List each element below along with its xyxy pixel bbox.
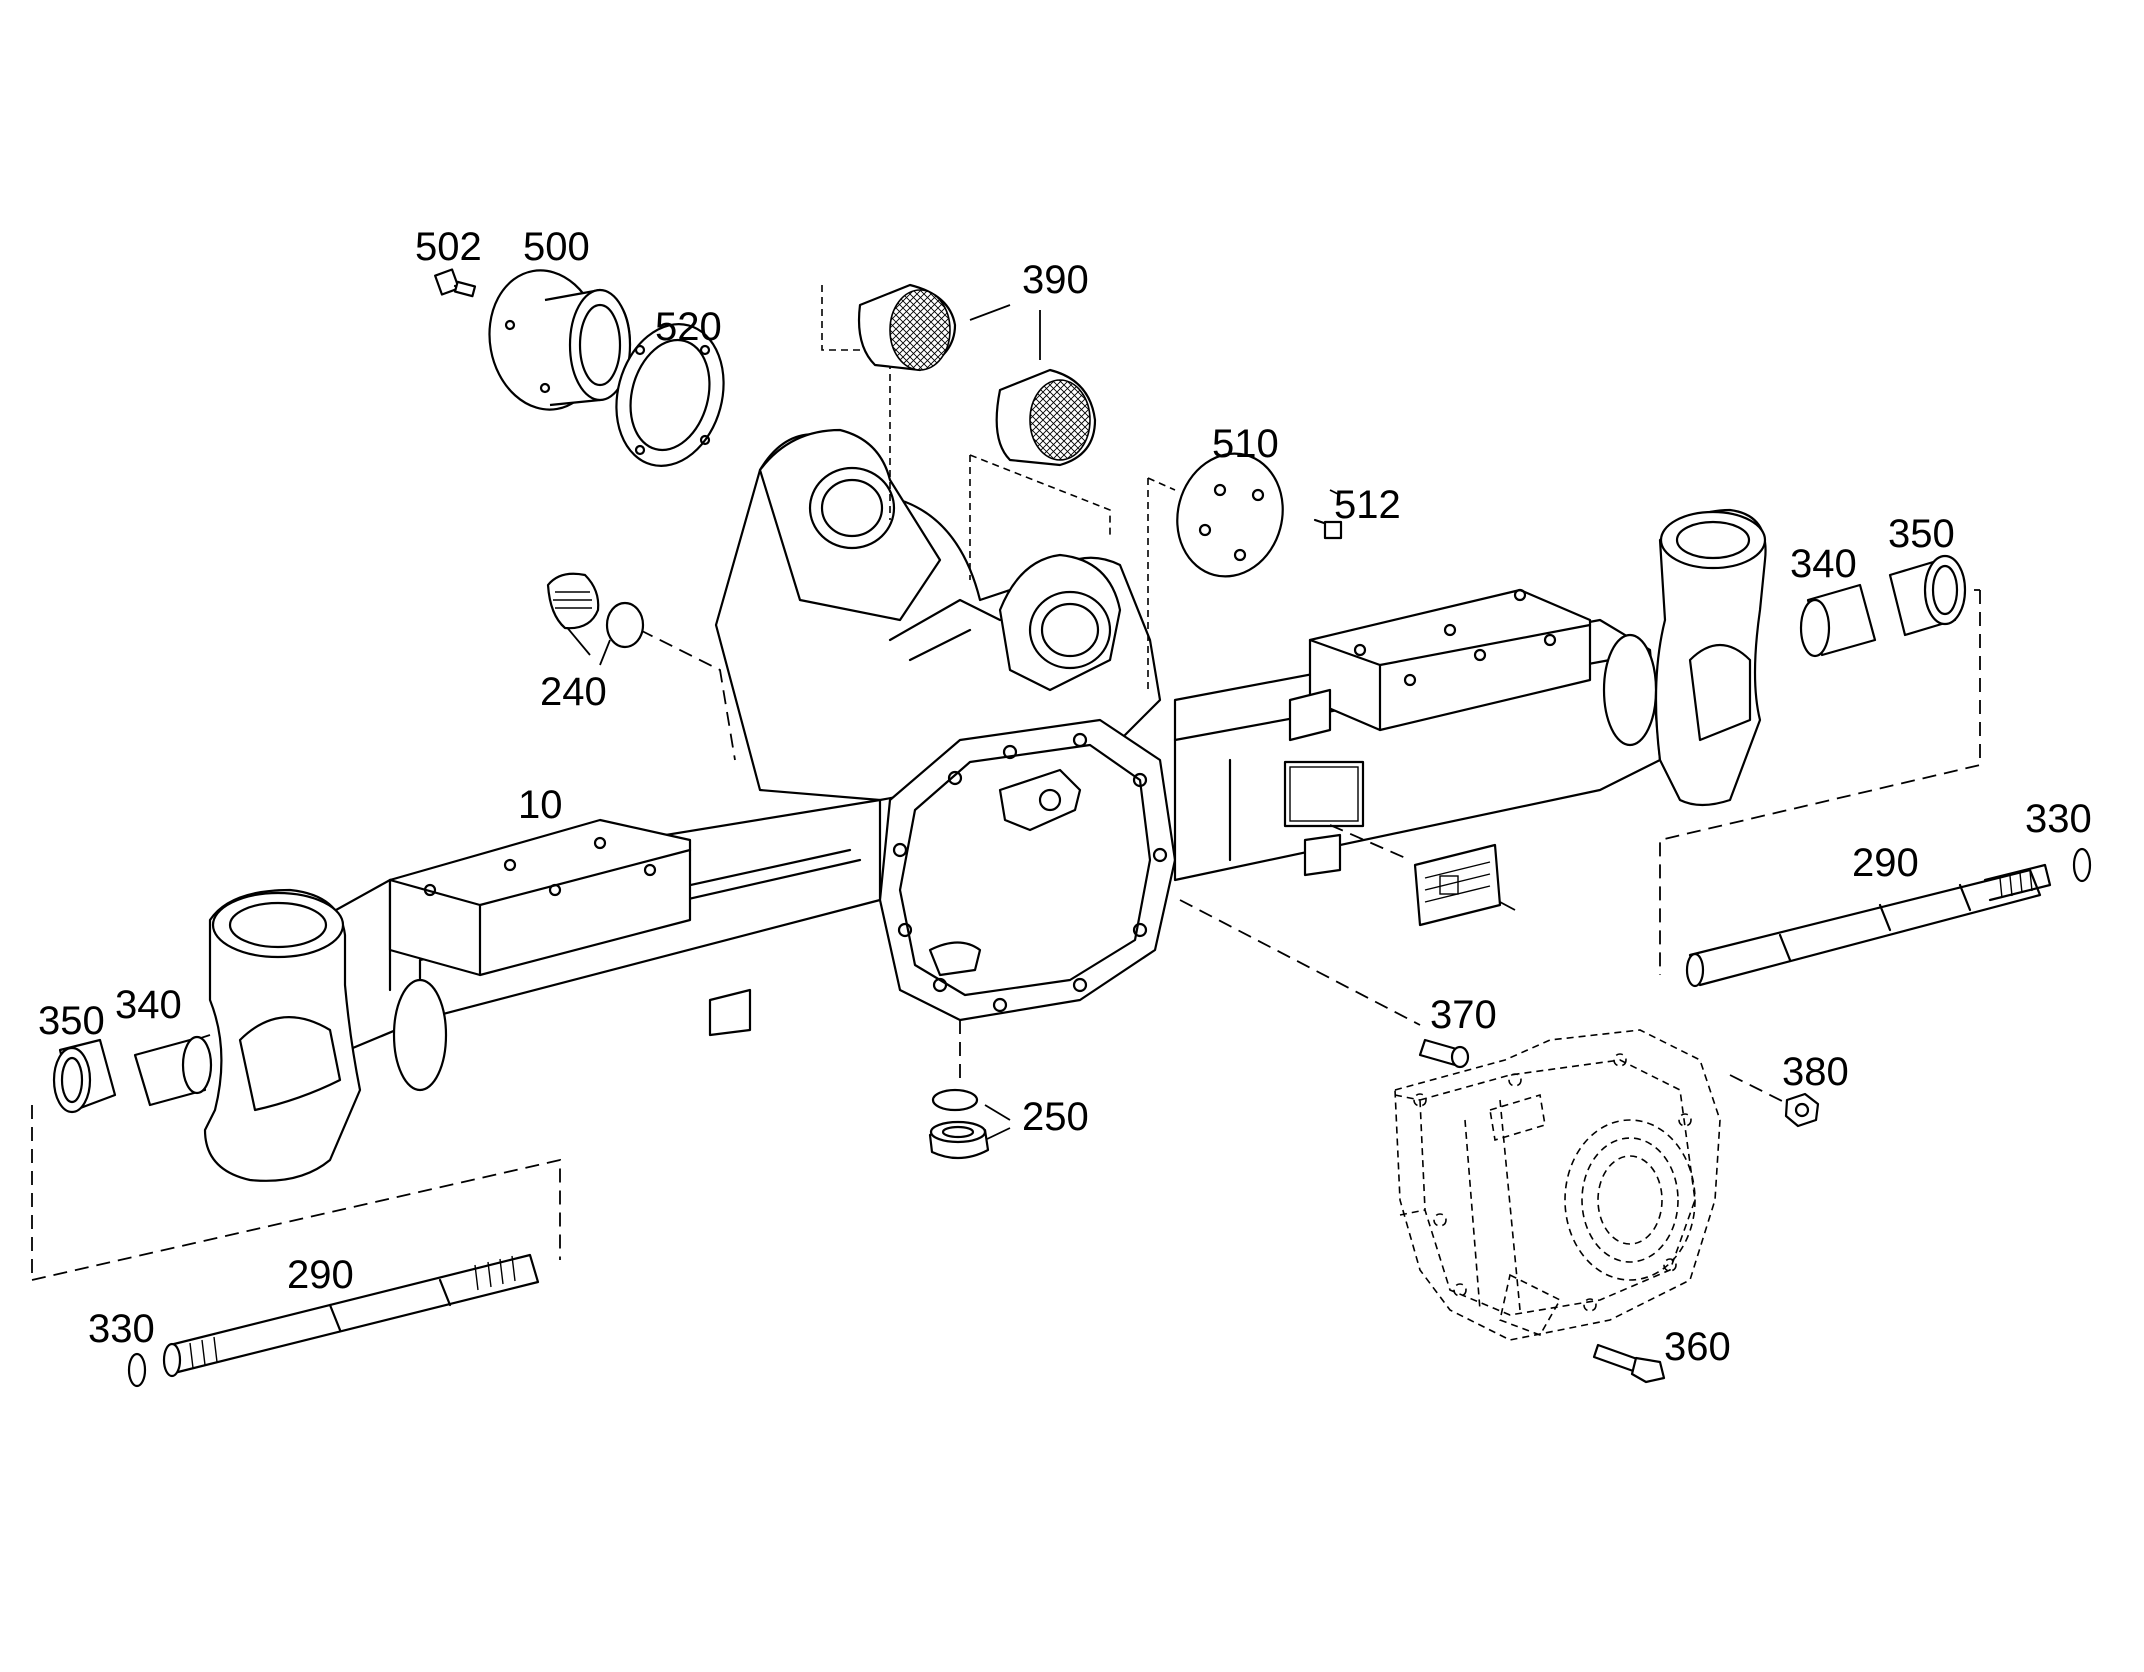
bolt-360 [1592, 1343, 1666, 1384]
axle-shaft-290-left [162, 1253, 540, 1378]
shim-520 [615, 323, 725, 467]
label-250: 250 [1022, 1095, 1089, 1139]
bushing-340-right [1799, 583, 1877, 658]
flange-bushing-500 [488, 269, 632, 411]
axle-shaft-290-right [1685, 863, 2052, 988]
label-370: 370 [1430, 993, 1497, 1037]
circlip-330-left [127, 1352, 147, 1388]
label-500: 500 [523, 225, 590, 269]
nut-380 [1784, 1092, 1820, 1128]
label-502: 502 [415, 225, 482, 269]
label-340-right: 340 [1790, 542, 1857, 586]
label-330-right: 330 [2025, 797, 2092, 841]
label-390: 390 [1022, 258, 1089, 302]
stud-370 [1418, 1038, 1470, 1069]
label-10: 10 [518, 783, 563, 827]
ring-350-right [1888, 554, 1967, 637]
bolt-512 [1313, 518, 1343, 540]
part-labels: 502 500 520 390 510 512 240 10 340 350 3… [38, 225, 2092, 1369]
label-350-right: 350 [1888, 512, 1955, 556]
ring-350-left [52, 1038, 117, 1114]
label-520: 520 [655, 305, 722, 349]
plug-240 [546, 572, 645, 649]
label-360: 360 [1664, 1325, 1731, 1369]
axle-housing [203, 428, 1767, 1182]
plug-250 [928, 1088, 990, 1160]
bushing-390-upper [857, 283, 957, 372]
bushing-340-left [133, 1035, 213, 1107]
label-510: 510 [1212, 422, 1279, 466]
differential-carrier-ghost [1394, 1029, 1721, 1341]
bushing-390-lower [995, 368, 1097, 467]
label-350-left: 350 [38, 999, 105, 1043]
label-290-left: 290 [287, 1253, 354, 1297]
label-512: 512 [1334, 483, 1401, 527]
label-340-left: 340 [115, 983, 182, 1027]
label-330-left: 330 [88, 1307, 155, 1351]
label-240: 240 [540, 670, 607, 714]
label-380: 380 [1782, 1050, 1849, 1094]
name-plate [1413, 843, 1516, 927]
label-290-right: 290 [1852, 841, 1919, 885]
circlip-330-right [2072, 847, 2092, 883]
small-parts [52, 268, 2092, 1388]
bolt-502 [434, 268, 477, 298]
leader-lines [31, 285, 1981, 1281]
cover-plate-510 [1176, 452, 1284, 578]
